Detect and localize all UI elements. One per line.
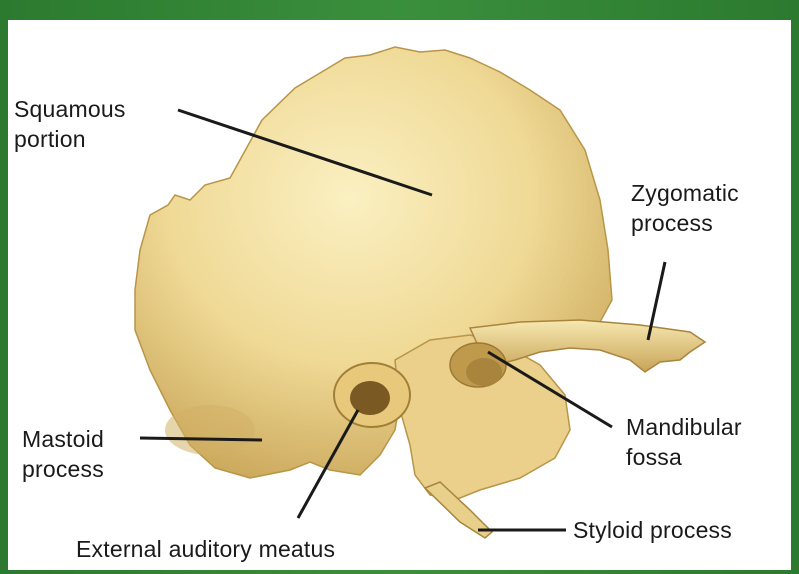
label-zygomatic-line2: process: [631, 208, 739, 238]
auditory-meatus-opening: [350, 381, 390, 415]
leader-mastoid: [140, 438, 262, 440]
label-squamous-line1: Squamous: [14, 94, 126, 124]
label-zygomatic-process: Zygomatic process: [631, 178, 739, 238]
label-mastoid-line1: Mastoid: [22, 424, 104, 454]
label-squamous-line2: portion: [14, 124, 126, 154]
label-styloid-process: Styloid process: [573, 515, 732, 545]
label-squamous-portion: Squamous portion: [14, 94, 126, 154]
label-mandibular-line2: fossa: [626, 442, 742, 472]
label-mastoid-process: Mastoid process: [22, 424, 104, 484]
label-external-auditory-meatus: External auditory meatus: [76, 534, 335, 564]
label-mandibular-fossa: Mandibular fossa: [626, 412, 742, 472]
fossa-depth-shape: [466, 358, 502, 386]
label-mastoid-line2: process: [22, 454, 104, 484]
label-mandibular-line1: Mandibular: [626, 412, 742, 442]
label-zygomatic-line1: Zygomatic: [631, 178, 739, 208]
mastoid-shadow-shape: [165, 405, 255, 455]
